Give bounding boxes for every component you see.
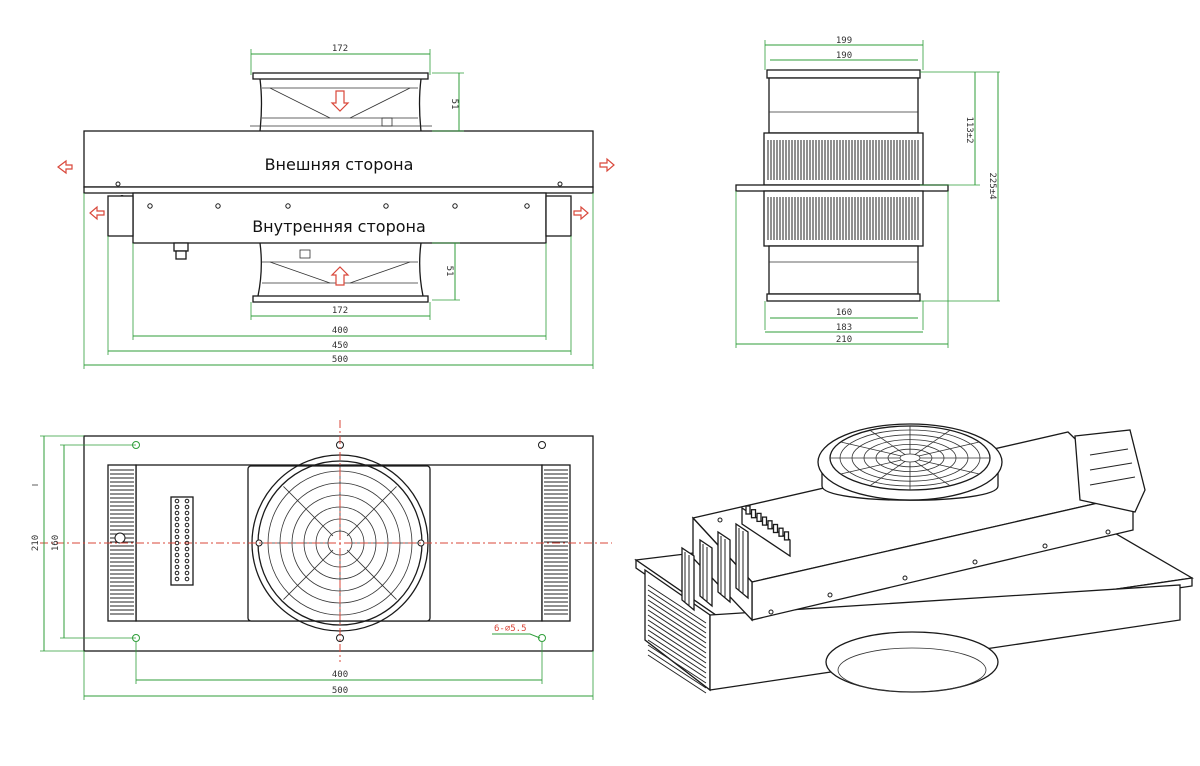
airflow-arrows: [57, 90, 615, 286]
front-lower-fan: [252, 242, 429, 303]
side-view: 199 190 113±2 225±4 160 183 210: [735, 36, 1000, 348]
dim-front-fan-top: 172: [332, 44, 348, 54]
inner-housing: [132, 192, 547, 244]
arrow-left-icon: [57, 159, 73, 175]
side-lower-body: [768, 245, 919, 295]
dim-front-fan-height-top: 51: [449, 99, 459, 110]
arrow-right-icon: [599, 157, 615, 173]
side-upper-fins: [767, 140, 919, 180]
side-top-cap: [766, 69, 921, 79]
front-dimensions: 172 51 51 172 400 450 500: [83, 44, 594, 369]
outer-side-label: Внешняя сторона: [265, 155, 414, 174]
arrow-down-icon: [330, 90, 350, 112]
dim-front-fan-bottom: 172: [332, 306, 348, 316]
inner-housing-screws: [147, 203, 530, 209]
inner-left-block: [107, 195, 134, 237]
flange-plate: [83, 186, 594, 194]
outer-housing: [83, 130, 594, 188]
dim-front-fan-height-bottom: 51: [444, 266, 454, 277]
terminal-block: [170, 496, 194, 586]
inner-right-block: [545, 195, 572, 237]
dim-side-height-upper: 113±2: [964, 116, 974, 143]
arrow-left-icon: [89, 205, 105, 221]
plan-dimensions: 210 160 400 500 6-⌀5.5: [31, 435, 594, 700]
inner-side-label: Внутренняя сторона: [252, 217, 426, 236]
dim-front-450: 450: [332, 341, 348, 351]
iso-right-heatsink: [1074, 429, 1146, 513]
side-flange: [735, 184, 949, 192]
iso-left-heatsink: [681, 522, 749, 612]
cable-connector: [173, 242, 189, 260]
plan-view: 210 160 400 500 6-⌀5.5: [31, 420, 612, 700]
dim-side-top-inner: 190: [836, 51, 852, 61]
dim-side-top-outer: 199: [836, 36, 852, 46]
dim-plan-height-inner: 160: [51, 535, 61, 551]
dim-side-bottom-mid: 183: [836, 323, 852, 333]
arrow-up-icon: [330, 266, 350, 286]
arrow-right-icon: [573, 205, 589, 221]
dim-front-400: 400: [332, 326, 348, 336]
dim-side-bottom-inner: 160: [836, 308, 852, 318]
iso-body-screws: [717, 517, 1111, 615]
grounding-screw: [114, 532, 126, 544]
front-upper-fan: [250, 72, 432, 132]
iso-fan-grille: [830, 426, 990, 490]
isometric-view: [634, 423, 1194, 694]
dim-plan-height-outer: 210: [31, 535, 41, 551]
side-dimensions: 199 190 113±2 225±4 160 183 210: [735, 36, 1000, 348]
side-lower-fins: [767, 197, 919, 240]
side-bottom-cap: [766, 293, 921, 302]
front-view: Внешняя сторона Внутренняя сторона 172 5…: [57, 44, 615, 369]
dim-side-height-total: 225±4: [987, 172, 997, 199]
dim-plan-500: 500: [332, 686, 348, 696]
dim-plan-400: 400: [332, 670, 348, 680]
side-upper-body: [768, 77, 919, 134]
dim-front-500: 500: [332, 355, 348, 365]
plan-holes-note: 6-⌀5.5: [494, 624, 527, 634]
dim-side-bottom-outer: 210: [836, 335, 852, 345]
